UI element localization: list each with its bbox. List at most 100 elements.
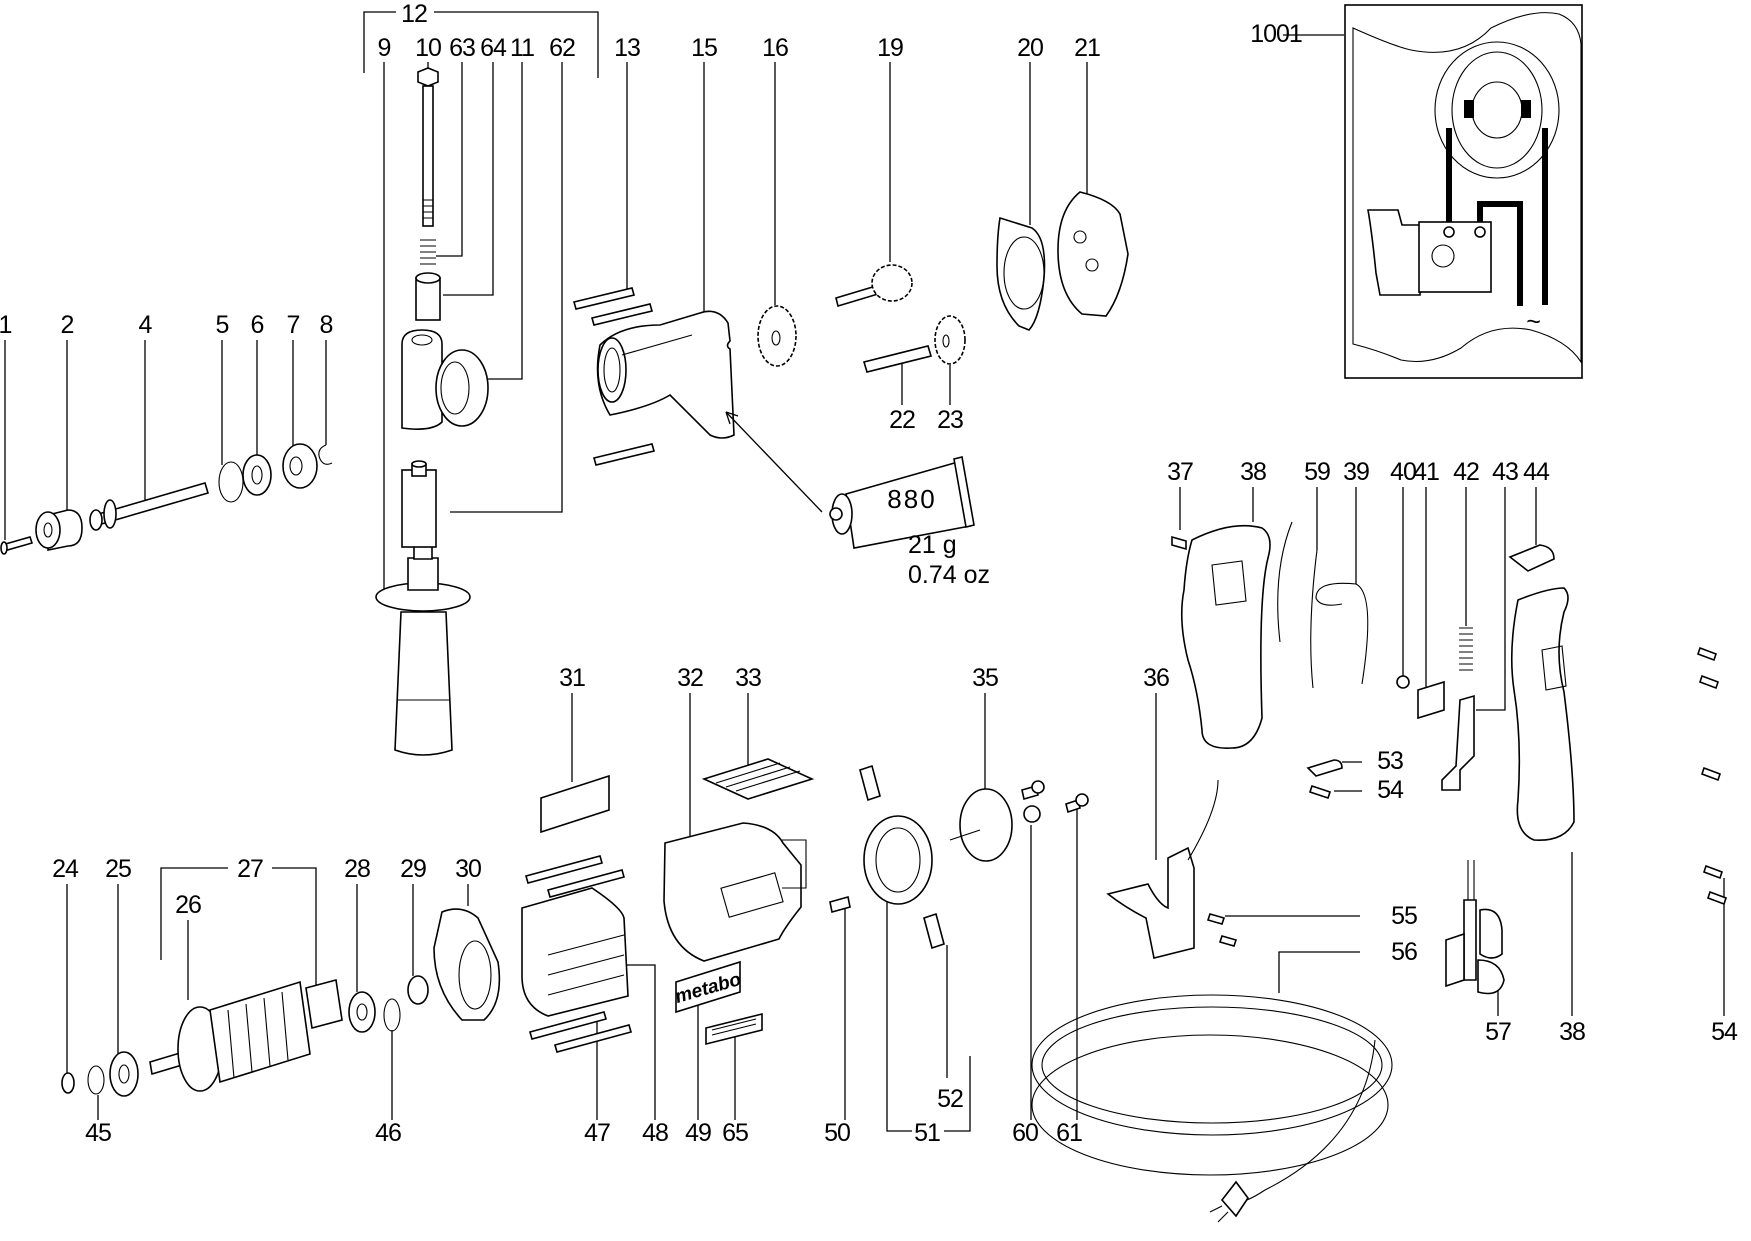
part-29-ring: 29	[400, 855, 429, 1005]
part-45-washer: 45	[85, 1065, 112, 1147]
label-1: 1	[0, 311, 12, 339]
part-23-gear: 23	[934, 315, 966, 434]
part-55-screws: 55	[1206, 902, 1418, 947]
part-33-rating-plate: 33	[701, 664, 815, 800]
part-16-gear: 16	[757, 34, 797, 367]
part-11-clamp: 11	[401, 34, 535, 430]
label-27: 27	[237, 855, 263, 883]
label-56: 56	[1391, 938, 1417, 966]
group-12-bracket: 12	[363, 0, 599, 78]
label-15: 15	[691, 34, 717, 62]
label-16: 16	[762, 34, 788, 62]
label-10: 10	[415, 34, 441, 62]
part-10-bolt: 10	[415, 34, 442, 227]
part-32-motor-housing: 32	[663, 664, 807, 962]
label-11: 11	[510, 34, 534, 62]
label-57: 57	[1485, 1018, 1511, 1046]
label-32: 32	[677, 664, 703, 692]
part-25-bearing: 25	[105, 855, 139, 1097]
part-48-field: 48	[521, 887, 669, 1147]
part-65-label: 65	[705, 1012, 763, 1147]
label-33: 33	[735, 664, 761, 692]
part-42-spring: 42	[1453, 458, 1480, 671]
part-64-sleeve: 64	[415, 34, 508, 321]
part-51-brush-holder: 51	[863, 815, 971, 1147]
grease-tube-label: 880	[887, 484, 936, 514]
part-4-spindle: 4	[89, 311, 209, 531]
label-47: 47	[584, 1119, 610, 1147]
part-60-washer: 60	[1012, 780, 1045, 1147]
label-65: 65	[722, 1119, 748, 1147]
part-56-power-cord: 56	[1031, 938, 1418, 1223]
part-61-screw: 61	[1056, 793, 1089, 1147]
part-37-screw: 37	[1167, 458, 1194, 551]
part-38-handle-half-right: 38	[1510, 587, 1586, 1046]
label-50: 50	[824, 1119, 850, 1147]
label-29: 29	[400, 855, 426, 883]
label-42: 42	[1453, 458, 1479, 486]
part-19-pinion: 19	[835, 34, 913, 308]
part-22-shaft: 22	[862, 345, 933, 434]
part-36-switch: 36	[1106, 664, 1219, 959]
part-26-armature: 26	[149, 891, 343, 1092]
part-43-lever: 43	[1441, 458, 1519, 791]
part-41-clip: 41	[1413, 458, 1445, 720]
label-9: 9	[378, 34, 391, 62]
wiring-diagram-1001: 1001 ~	[1250, 4, 1583, 379]
part-7-bearing: 7	[282, 311, 318, 489]
label-51: 51	[914, 1119, 940, 1147]
label-30: 30	[455, 855, 481, 883]
ac-symbol: ~	[1526, 308, 1540, 336]
label-4: 4	[139, 311, 153, 339]
part-47-screws: 47	[525, 855, 632, 1147]
label-36: 36	[1143, 664, 1169, 692]
label-26: 26	[175, 891, 201, 919]
label-54-right: 54	[1711, 1018, 1738, 1046]
label-13: 13	[614, 34, 640, 62]
label-40: 40	[1390, 458, 1416, 486]
label-1001: 1001	[1250, 20, 1302, 48]
label-38-right: 38	[1559, 1018, 1585, 1046]
label-60: 60	[1012, 1119, 1038, 1147]
group-27-bracket: 27	[160, 855, 317, 1000]
label-31: 31	[559, 664, 585, 692]
part-24-nut: 24	[52, 855, 80, 1094]
part-2-bushing: 2	[35, 311, 83, 551]
part-8-clip: 8	[318, 311, 334, 465]
label-7: 7	[287, 311, 300, 339]
part-53-clamp: 53	[1306, 747, 1404, 777]
label-45: 45	[85, 1119, 111, 1147]
label-55: 55	[1391, 902, 1417, 930]
part-5-circlip: 5	[216, 311, 244, 503]
label-19: 19	[877, 34, 903, 62]
label-5: 5	[216, 311, 229, 339]
label-39: 39	[1343, 458, 1369, 486]
part-54-screw-left: 54	[1308, 776, 1405, 804]
part-21-cover: 21	[1057, 34, 1129, 317]
label-43: 43	[1492, 458, 1518, 486]
label-35: 35	[972, 664, 998, 692]
part-1-screw: 1	[0, 311, 34, 555]
label-2: 2	[61, 311, 74, 339]
label-25: 25	[105, 855, 131, 883]
part-20-gasket: 20	[996, 34, 1046, 331]
part-9-handle: 9	[375, 34, 471, 756]
label-22: 22	[889, 406, 915, 434]
label-49: 49	[685, 1119, 711, 1147]
part-44-button: 44	[1508, 458, 1555, 572]
part-38-handle-half-left: 38	[1180, 458, 1271, 749]
label-28: 28	[344, 855, 370, 883]
part-57-strain-relief: 57	[1445, 860, 1512, 1046]
part-39-wire: 39	[1315, 458, 1370, 685]
label-53: 53	[1377, 747, 1403, 775]
label-21: 21	[1074, 34, 1100, 62]
label-59: 59	[1304, 458, 1330, 486]
part-28-bearing: 28	[344, 855, 376, 1033]
part-15-gear-housing: 15	[596, 34, 735, 439]
label-20: 20	[1017, 34, 1043, 62]
label-41: 41	[1413, 458, 1439, 486]
part-6-washer: 6	[242, 311, 272, 496]
label-23: 23	[937, 406, 963, 434]
label-61: 61	[1056, 1119, 1082, 1147]
part-13-screws: 13	[573, 34, 655, 466]
